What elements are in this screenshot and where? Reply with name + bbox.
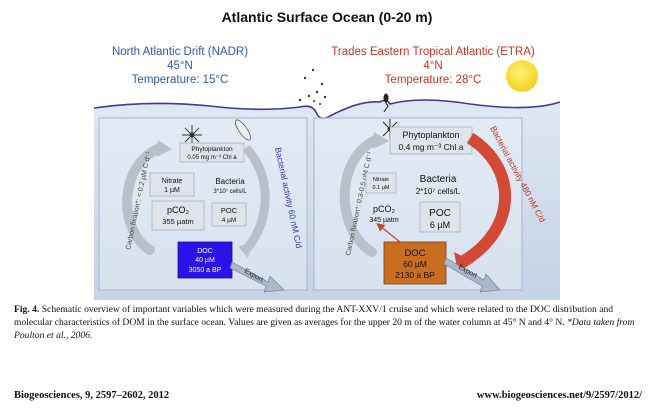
journal-url: www.biogeosciences.net/9/2597/2012/ (476, 390, 642, 401)
nadr-nitrate-box (149, 172, 195, 197)
flagellate-body-icon (383, 93, 389, 103)
etra-phytoplankton-label: Phytoplankton (402, 130, 459, 140)
etra-nitrate-label: Nitrate (373, 177, 389, 183)
etra-bacteria-label: Bacteria (420, 174, 457, 185)
etra-export-arrow (443, 257, 501, 293)
nadr-phytoplankton-value: 0.05 mg m⁻³ Chl a (187, 155, 237, 161)
etra-poc-value: 6 µM (430, 220, 450, 230)
etra-phytoplankton-value: 0.4 mg m⁻³ Chl a (399, 142, 464, 152)
etra-doc-age: 2130 a BP (395, 270, 435, 280)
caption-figure-number: Fig. 4. (14, 304, 40, 315)
caption-text: Schematic overview of important variable… (14, 304, 614, 328)
figure-title: Atlantic Surface Ocean (0-20 m) (222, 9, 433, 25)
nadr-doc-label: DOC (197, 248, 213, 255)
diatom-icon (234, 119, 252, 141)
nadr-carbon-cycle-arrow (122, 143, 165, 255)
etra-carbon-arrowhead (373, 132, 389, 149)
etra-poc-box (419, 201, 461, 233)
nadr-doc-value: 40 µM (195, 257, 215, 264)
nadr-nitrate-label: Nitrate (162, 178, 183, 185)
etra-region-label: Trades Eastern Tropical Atlantic (ETRA) (331, 46, 535, 58)
etra-latitude: 4°N (423, 60, 442, 72)
nadr-pco2-value: 355 µatm (162, 217, 193, 226)
nadr-bacterial-arrowhead (238, 244, 252, 258)
sun-icon (506, 60, 538, 92)
figure-caption: Fig. 4. Schematic overview of important … (14, 303, 644, 342)
etra-carbon-cycle-arrow (339, 135, 381, 257)
nadr-phytoplankton-label: Phytoplankton (191, 146, 233, 153)
nadr-poc-label: POC (221, 206, 238, 215)
etra-doc-value: 60 µM (403, 259, 427, 269)
etra-bacterial-arc (458, 132, 511, 268)
nadr-region-label: North Atlantic Drift (NADR) (112, 46, 248, 58)
page-footer: Biogeosciences, 9, 2597–2602, 2012 www.b… (14, 390, 642, 401)
nadr-pco2-label: pCO₂ (167, 205, 190, 215)
nadr-carbon-arrowhead (157, 140, 172, 157)
etra-pco2-label: pCO₂ (373, 204, 396, 214)
nadr-nitrate-value: 1 µM (164, 187, 180, 194)
etra-pco2-value: 345 µatm (369, 217, 398, 224)
wave-line (93, 99, 561, 120)
nadr-bacteria-value: 3*10⁷ cells/L (213, 188, 247, 195)
caption-footnote: *Data taken from Poulton et al., 2006. (14, 317, 635, 341)
nadr-latitude: 45°N (167, 60, 193, 72)
etra-doc-box (383, 241, 447, 285)
nadr-export-arrow (229, 261, 285, 293)
etra-doc-label: DOC (404, 248, 425, 259)
nadr-pco2-box (151, 200, 205, 231)
nadr-poc-value: 4 µM (222, 217, 237, 224)
nadr-phytoplankton-box (179, 142, 245, 163)
etra-nitrate-box (365, 172, 397, 194)
nadr-bacteria-label: Bacteria (215, 177, 245, 186)
nadr-temperature: Temperature: 15°C (132, 74, 229, 86)
journal-citation: Biogeosciences, 9, 2597–2602, 2012 (14, 390, 170, 401)
nadr-bacterial-arc (240, 144, 270, 256)
nadr-doc-box (177, 241, 233, 279)
nadr-poc-box (211, 202, 247, 227)
etra-nitrate-value: 0.1 µM (373, 185, 390, 191)
splash-droplets (298, 68, 327, 105)
phytoplankton-icon (182, 125, 202, 145)
nadr-doc-age: 3050 a BP (189, 267, 222, 274)
ocean-schematic-figure: Atlantic Surface Ocean (0-20 m) North At… (93, 9, 561, 300)
etra-poc-label: POC (429, 208, 451, 219)
etra-bacteria-value: 2*10⁷ cells/L (416, 187, 461, 196)
etra-temperature: Temperature: 28°C (385, 74, 482, 86)
